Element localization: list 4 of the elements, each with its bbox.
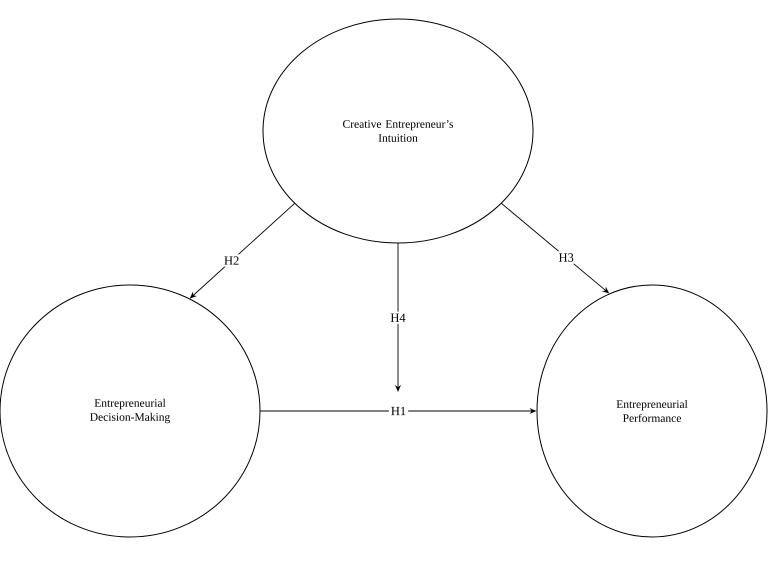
edge-label: H2	[224, 256, 239, 265]
edge-label: H3	[558, 253, 574, 262]
edge-label: H4	[390, 314, 406, 322]
edge-label: H1	[391, 406, 406, 416]
